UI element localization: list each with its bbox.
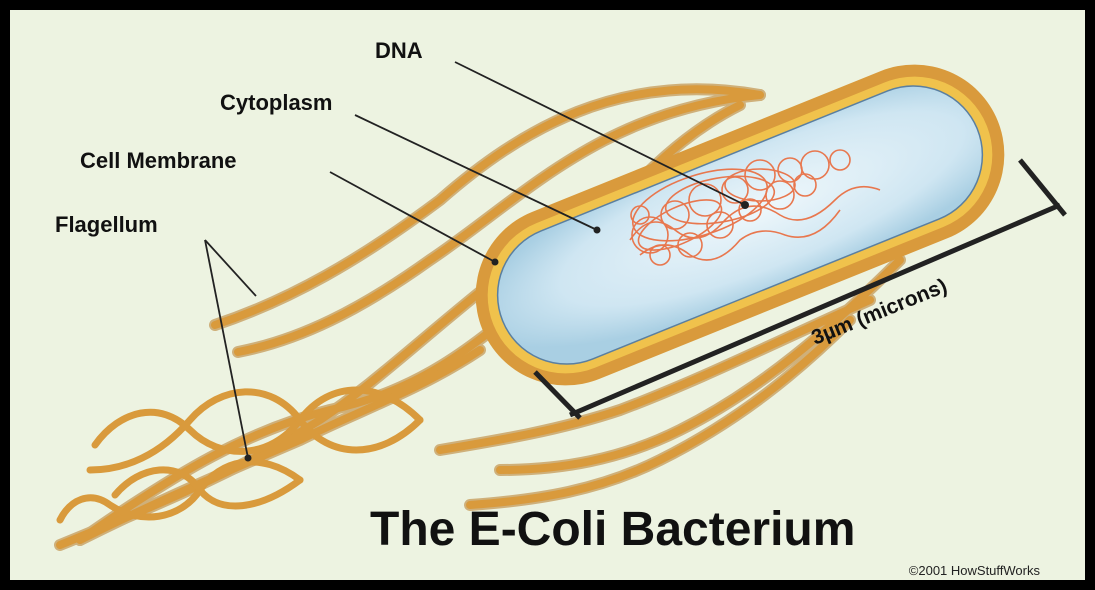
cytoplasm-shape <box>477 65 1003 385</box>
cell-membrane-pointer <box>330 172 495 262</box>
copyright-text: ©2001 HowStuffWorks <box>909 563 1041 578</box>
flagellum-pointer-a <box>205 240 256 296</box>
label-cytoplasm: Cytoplasm <box>220 90 332 115</box>
diagram-title: The E-Coli Bacterium <box>370 503 855 556</box>
label-flagellum: Flagellum <box>55 212 158 237</box>
label-dna: DNA <box>375 38 423 63</box>
label-cell-membrane: Cell Membrane <box>80 148 237 173</box>
